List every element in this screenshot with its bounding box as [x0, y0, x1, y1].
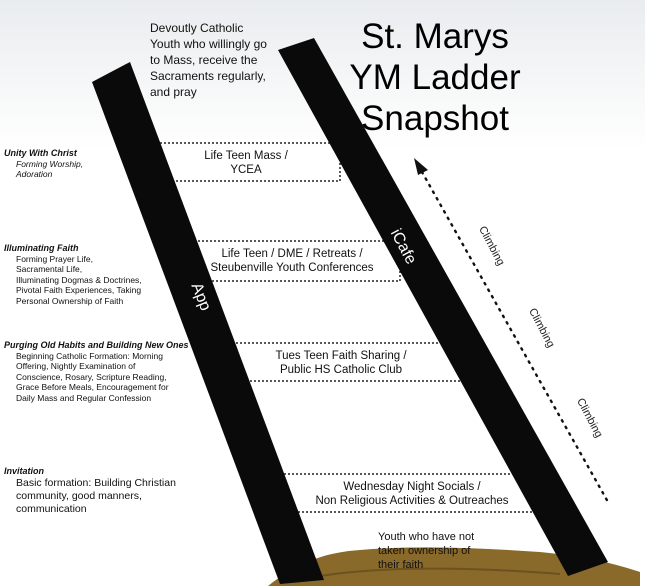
- stage-unity-with-christ: Unity With Christ Forming Worship, Adora…: [4, 148, 204, 180]
- stage-purging-old-habits: Purging Old Habits and Building New Ones…: [4, 340, 204, 403]
- rung-label-1: Life Teen Mass / YCEA: [204, 150, 288, 176]
- rung-1: [138, 142, 341, 182]
- rung-label-3: Tues Teen Faith Sharing / Public HS Cath…: [275, 350, 407, 376]
- stage-heading: Unity With Christ: [4, 148, 77, 158]
- page-title: St. Marys YM Ladder Snapshot: [349, 17, 521, 138]
- stage-heading: Invitation: [4, 466, 44, 476]
- left-rail: [92, 62, 324, 584]
- bottom-start-text: Youth who have not taken ownership of th…: [378, 531, 475, 571]
- stage-illuminating-faith: Illuminating Faith Forming Prayer Life, …: [4, 243, 204, 306]
- stage-heading: Purging Old Habits and Building New Ones: [4, 340, 189, 350]
- climbing-arrow: [414, 158, 610, 504]
- top-goal-text: Devoutly Catholic Youth who willingly go…: [150, 21, 267, 99]
- rung-label-4: Wednesday Night Socials / Non Religious …: [315, 481, 509, 507]
- stage-invitation: Invitation Basic formation: Building Chr…: [4, 466, 204, 516]
- ground-mound: [268, 547, 640, 586]
- stage-heading: Illuminating Faith: [4, 243, 79, 253]
- rung-label-2: Life Teen / DME / Retreats / Steubenvill…: [210, 248, 374, 274]
- right-rail: [278, 38, 608, 576]
